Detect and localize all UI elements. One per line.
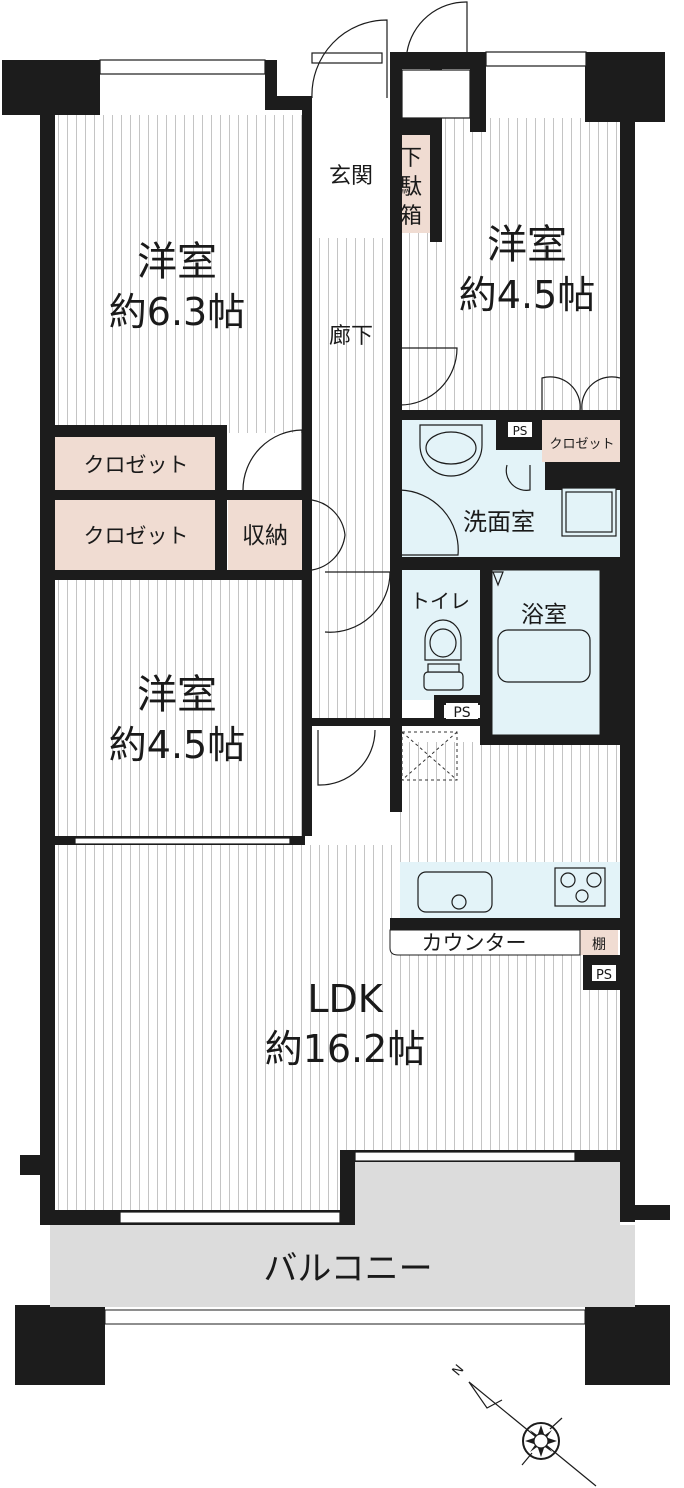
closet2-box (55, 500, 218, 570)
windows (74, 51, 587, 1224)
shoe-box-label-2: 駄 (400, 175, 422, 200)
shelf-box (580, 930, 618, 955)
ldk-name: LDK (307, 977, 383, 1021)
balcony-area (50, 1225, 635, 1307)
toilet-label: トイレ (410, 589, 470, 613)
bedroom1-size: 約6.3帖 (109, 290, 245, 334)
counter-label: カウンター (422, 931, 527, 955)
bedroom3-name: 洋室 (137, 672, 217, 718)
closet3-box (542, 420, 620, 462)
compass-north-label: N (450, 1362, 468, 1379)
closet2-label: クロゼット (84, 524, 189, 548)
bedroom1-floor (55, 115, 302, 433)
ps1-label: PS (513, 424, 528, 438)
bedroom3-size: 約4.5帖 (109, 723, 245, 767)
fixtures (417, 424, 617, 913)
counter-bar (389, 929, 581, 956)
bedroom2-name: 洋室 (487, 222, 567, 268)
shoe-box-label-1: 下 (400, 146, 422, 171)
entrance-floor (312, 115, 390, 235)
entrance-label: 玄関 (329, 164, 373, 189)
storage-label: 収納 (242, 523, 288, 549)
bedroom1-name: 洋室 (137, 239, 217, 285)
shoe-box-label-3: 箱 (400, 204, 422, 229)
ps2-label: PS (453, 705, 470, 721)
washroom-label: 洗面室 (463, 508, 535, 536)
doors (242, 1, 621, 786)
balcony-label: バルコニー (263, 1249, 432, 1289)
fridge-space (401, 731, 458, 781)
hallway-label: 廊下 (329, 324, 373, 349)
ldk-size: 約16.2帖 (265, 1027, 426, 1071)
shelf-label: 棚 (592, 937, 606, 953)
closet1-box (55, 437, 218, 490)
bedroom3-floor (55, 578, 305, 840)
bedroom2-size: 約4.5帖 (459, 273, 595, 317)
compass-icon: N (450, 1362, 597, 1487)
storage-box (228, 500, 302, 570)
sink-icon (417, 871, 493, 913)
bathroom-label: 浴室 (521, 602, 567, 628)
kitchen-floor (400, 742, 620, 862)
closet1-label: クロゼット (84, 453, 189, 477)
closet3-label: クロゼット (549, 437, 614, 452)
bathtub-icon (497, 629, 591, 683)
ps3-label: PS (596, 968, 612, 983)
hallway-floor (312, 238, 390, 723)
